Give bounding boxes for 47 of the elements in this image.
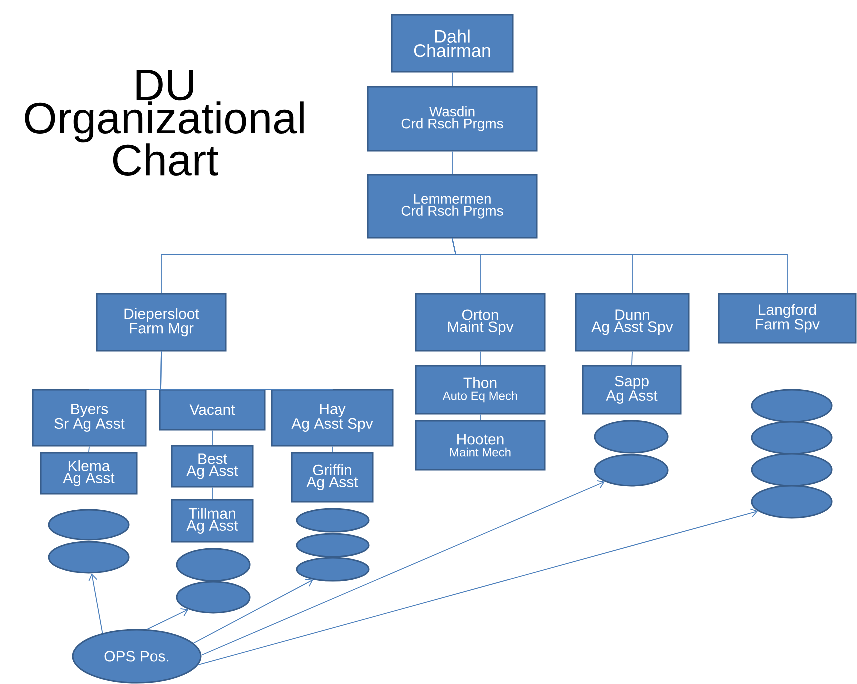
org-box: Wasdin Crd Rsch Prgms	[367, 86, 538, 152]
org-box: Best Ag Asst	[171, 445, 254, 488]
org-box: Diepersloot Farm Mgr	[96, 293, 227, 352]
connector-line	[632, 351, 633, 366]
org-box: Hooten Maint Mech	[415, 420, 546, 471]
org-box: Hay Ag Asst Spv	[271, 389, 394, 447]
org-box: Lemmermen Crd Rsch Prgms	[367, 174, 538, 239]
connector-line	[452, 151, 453, 175]
org-box: Griffin Ag Asst	[291, 452, 374, 503]
org-box: Klema Ag Asst	[40, 452, 138, 495]
position-ellipse	[48, 541, 130, 574]
org-box: Orton Maint Spv	[415, 293, 546, 352]
connector-line	[452, 238, 788, 294]
connector-line	[452, 72, 453, 87]
arrow	[146, 608, 189, 630]
connector-line	[212, 487, 213, 500]
org-box: Dahl Chairman	[391, 14, 514, 73]
connector-line	[480, 351, 481, 366]
org-box: Dunn Ag Asst Spv	[575, 293, 690, 352]
position-ellipse	[751, 485, 833, 519]
org-box: Vacant	[159, 389, 266, 431]
position-ellipse	[296, 557, 370, 582]
arrow	[201, 480, 605, 656]
org-box: Thon Auto Eq Mech	[415, 365, 546, 415]
position-ellipse	[594, 454, 669, 487]
position-ellipse	[176, 581, 251, 614]
connector-line	[480, 414, 481, 421]
position-ellipse	[751, 453, 833, 487]
position-ellipse	[751, 421, 833, 455]
connector-line	[332, 446, 333, 453]
position-ellipse	[751, 389, 833, 423]
position-ellipse	[296, 533, 370, 558]
connector-line	[212, 430, 213, 446]
arrow	[198, 508, 758, 666]
chart-title: DU Organizational Chart	[25, 70, 304, 176]
arrow	[193, 579, 314, 644]
connector-line	[160, 351, 333, 390]
position-ellipse	[594, 420, 669, 454]
org-box: Langford Farm Spv	[718, 293, 857, 344]
position-ellipse	[176, 548, 251, 582]
org-box: Byers Sr Ag Asst	[32, 389, 147, 447]
arrow	[88, 574, 104, 634]
org-box: Sapp Ag Asst	[582, 365, 682, 415]
position-ellipse	[48, 509, 130, 541]
org-box: Tillman Ag Asst	[171, 499, 254, 543]
connector-line	[88, 446, 90, 453]
position-ellipse	[296, 508, 370, 533]
